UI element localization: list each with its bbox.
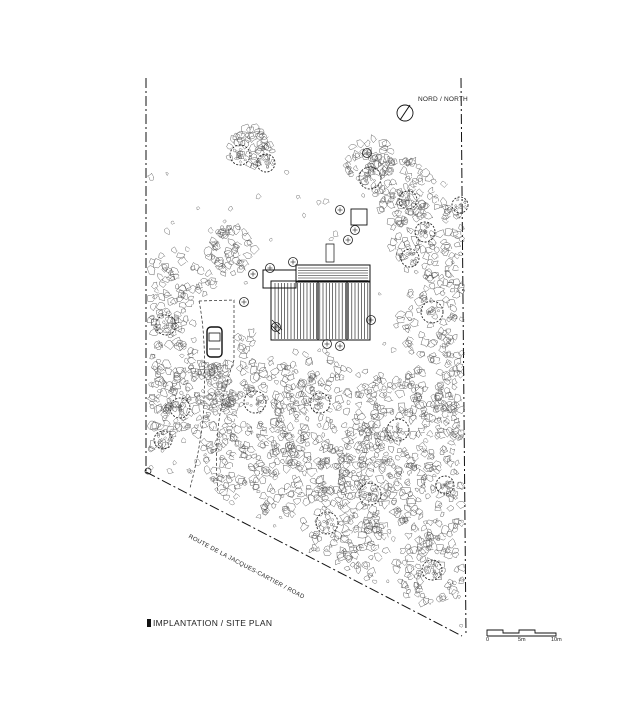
vegetation (146, 123, 469, 628)
scale-bar (486, 629, 557, 637)
road-edge-line (145, 471, 463, 637)
north-arrow-label: NORD / NORTH (418, 96, 468, 103)
east-property-line (460, 77, 467, 637)
scale-tick-5m: 5m (518, 637, 526, 643)
drawing-title-text: IMPLANTATION / SITE PLAN (153, 618, 273, 628)
drawing-title: IMPLANTATION / SITE PLAN (147, 618, 272, 628)
small-tree-symbols (144, 148, 376, 475)
driveway (189, 299, 235, 493)
north-arrow (396, 104, 414, 122)
scale-tick-0: 0 (486, 637, 490, 643)
property-lines (145, 77, 467, 637)
building (262, 208, 371, 341)
parked-car (206, 326, 223, 358)
title-marker (147, 619, 151, 627)
scale-tick-10m: 10m (551, 637, 562, 643)
